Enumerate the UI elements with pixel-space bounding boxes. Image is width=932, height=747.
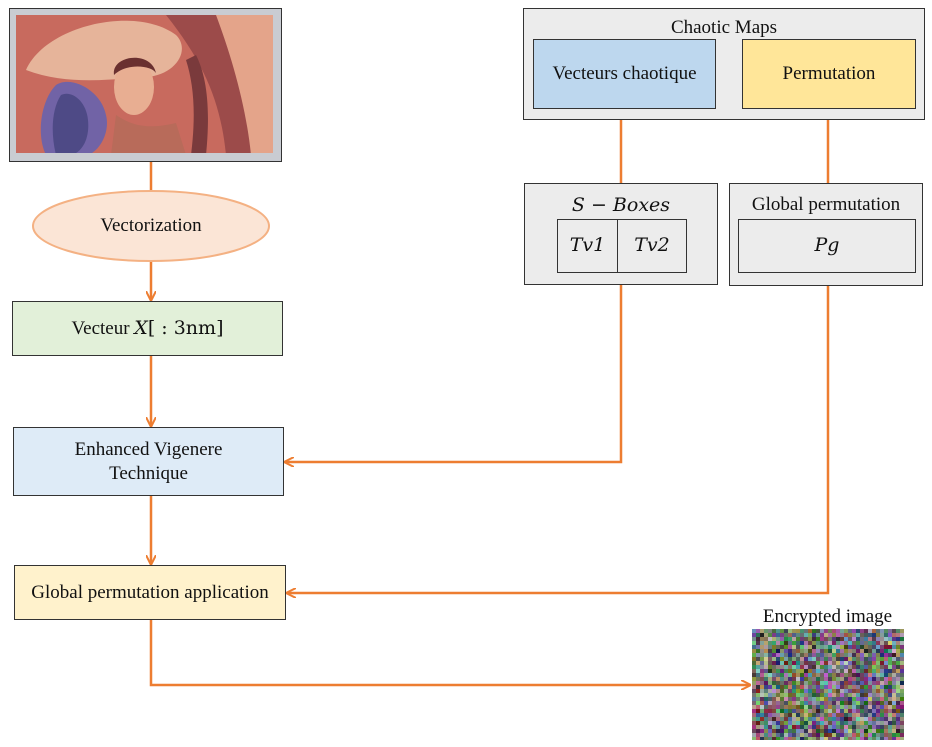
vectorization-ellipse (32, 190, 270, 262)
global-perm-title: Global permutation (751, 194, 901, 215)
input-image-content (16, 15, 273, 153)
vectors-chaotique-node: Vecteurs chaotique (533, 39, 716, 109)
arrow-global-perm-to-global-app (287, 286, 830, 593)
vector-label: Vecteur X[ : 3nm] (71, 316, 224, 339)
vigenere-line2: Technique (109, 462, 188, 484)
arrow-global-app-to-encrypted (149, 620, 750, 685)
global-perm-app-node: Global permutation application (14, 565, 286, 620)
encrypted-image (752, 629, 904, 740)
input-image (9, 8, 282, 162)
encrypted-image-label: Encrypted image (762, 606, 893, 627)
sboxes-title: S − Boxes (571, 194, 671, 216)
vigenere-node: Enhanced Vigenere Technique (13, 427, 284, 496)
arrow-sboxes-to-vigenere (285, 285, 623, 462)
tv1-cell: Tv1 (557, 219, 618, 273)
vectorization-label: Vectorization (100, 215, 202, 236)
vector-node: Vecteur X[ : 3nm] (12, 301, 283, 356)
vigenere-line1: Enhanced Vigenere (74, 438, 223, 460)
chaotic-maps-title: Chaotic Maps (670, 17, 778, 38)
chaotic-maps-group: Chaotic Maps Vecteurs chaotique Permutat… (523, 8, 925, 120)
tv2-cell: Tv2 (617, 219, 687, 273)
vector-range: [ : 3nm] (147, 316, 224, 339)
permutation-node: Permutation (742, 39, 916, 109)
global-perm-group: Global permutation Pg (729, 183, 923, 286)
sboxes-group: S − Boxes Tv1 Tv2 (524, 183, 718, 285)
pg-cell: Pg (738, 219, 916, 273)
